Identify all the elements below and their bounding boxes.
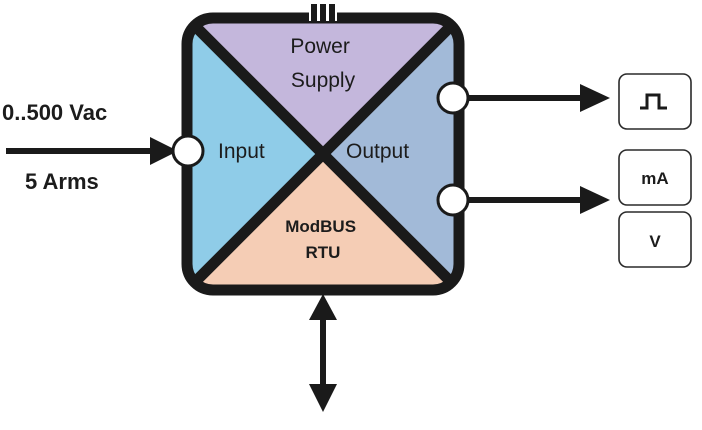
power-supply-label: Power Supply	[290, 35, 355, 92]
input-arrow	[6, 137, 178, 165]
power-connector	[309, 3, 337, 22]
output-terminal-2	[436, 183, 470, 217]
output-section	[323, 18, 459, 290]
input-terminal	[171, 134, 205, 168]
output-terminal-1	[436, 81, 470, 115]
milliamp-output-box: mA	[618, 149, 692, 206]
output-arrow-2	[468, 186, 610, 214]
svg-text:V: V	[649, 232, 661, 251]
input-section	[187, 18, 323, 290]
modbus-bidirectional-arrow	[309, 294, 337, 412]
svg-text:mA: mA	[641, 169, 668, 188]
output-label: Output	[346, 140, 409, 163]
volt-output-box: V	[618, 211, 692, 268]
modbus-section	[187, 154, 459, 290]
pulse-wave-icon	[640, 93, 667, 110]
pulse-output-box	[618, 73, 692, 130]
input-label: Input	[218, 140, 265, 163]
output-arrow-1	[468, 84, 610, 112]
diagonal-divider	[187, 18, 459, 290]
power-supply-section	[187, 18, 459, 154]
input-current-label: 5 Arms	[25, 169, 99, 194]
input-voltage-label: 0..500 Vac	[2, 100, 107, 125]
modbus-label: ModBUS RTU	[285, 217, 361, 262]
converter-module	[187, 18, 459, 290]
